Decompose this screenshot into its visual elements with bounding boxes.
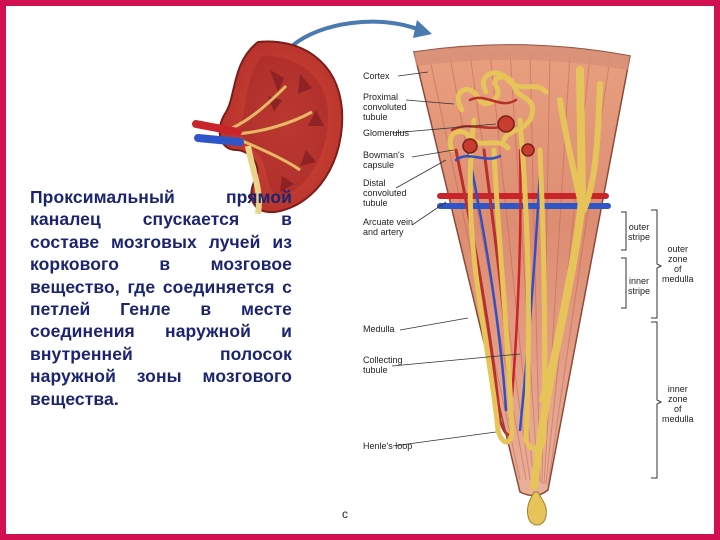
label-glomerulus: Glomerulus — [363, 128, 410, 138]
label-inner-zone-of-medulla: inner zone of medulla — [662, 384, 694, 424]
label-outer-zone-of-medulla: outer zone of medulla — [662, 244, 694, 284]
kidney-illustration — [192, 40, 344, 215]
slide-body-text: Проксимальный прямой каналец спускается … — [30, 187, 292, 409]
label-henles-loop: Henle's loop — [363, 441, 413, 451]
label-arcuate-vein-artery: Arcuate vein and artery — [363, 217, 414, 237]
label-medulla: Medulla — [363, 324, 395, 334]
leader-lines — [391, 71, 521, 447]
medullary-cone — [413, 44, 631, 526]
zone-brackets — [621, 209, 663, 479]
curved-arrow — [290, 19, 432, 48]
label-proximal-convoluted-tubule: Proximal convoluted tubule — [363, 92, 407, 122]
label-bowmans-capsule: Bowman's capsule — [363, 150, 405, 170]
label-inner-stripe: inner stripe — [628, 276, 651, 296]
panel-letter: c — [342, 507, 348, 521]
label-distal-convoluted-tubule: Distal convoluted tubule — [363, 178, 407, 208]
label-outer-stripe: outer stripe — [628, 222, 651, 242]
label-collecting-tubule: Collecting tubule — [363, 355, 403, 375]
label-cortex: Cortex — [363, 71, 390, 81]
